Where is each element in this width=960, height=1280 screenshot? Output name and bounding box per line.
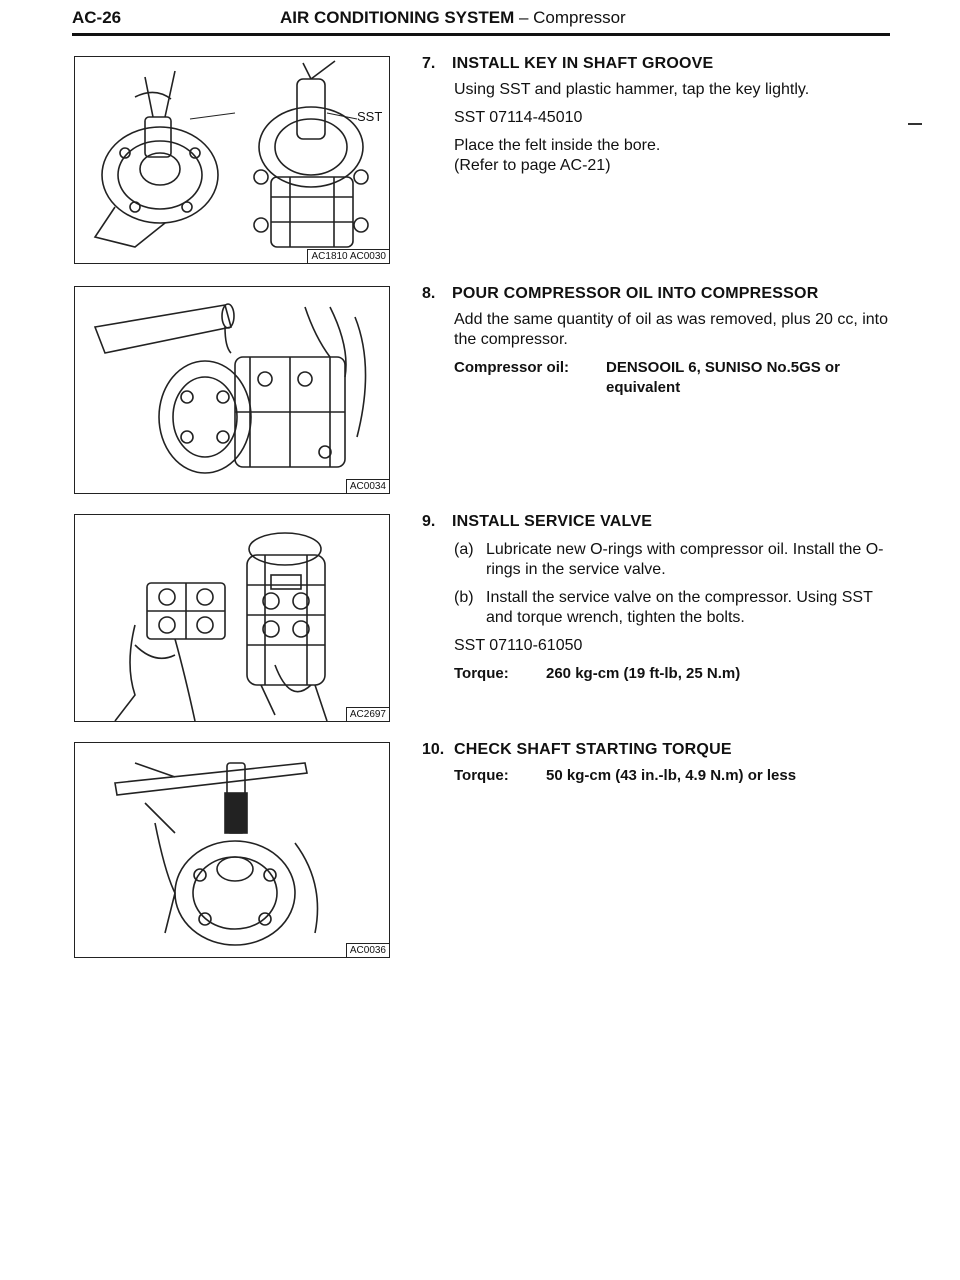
spec-value: DENSOOIL 6, SUNISO No.5GS or equivalent (606, 359, 840, 396)
subsection-name: Compressor (533, 8, 626, 27)
figure-code: AC0034 (345, 479, 389, 493)
sst-number: SST 07110-61050 (454, 637, 583, 654)
torque-spec: Torque: 260 kg-cm (19 ft-lb, 25 N.m) (454, 664, 902, 684)
step-number: 9. (422, 513, 436, 530)
step-title: INSTALL SERVICE VALVE (452, 513, 653, 530)
step-title: CHECK SHAFT STARTING TORQUE (454, 741, 732, 758)
sub-step-a: (a) Lubricate new O-rings with compresso… (454, 540, 902, 580)
page-reference: (Refer to page AC-21) (454, 157, 611, 174)
step-10: 10. CHECK SHAFT STARTING TORQUE Torque: … (422, 740, 902, 786)
step-number: 10. (422, 741, 445, 758)
sub-step-text: Install the service valve on the compres… (486, 589, 873, 626)
torque-check-illustration (114, 762, 319, 946)
figure-key-install: SST AC1810 AC0030 (74, 56, 390, 264)
figure-code: AC1810 AC0030 (307, 249, 389, 263)
spec-label: Compressor oil: (454, 359, 570, 376)
section-title: AIR CONDITIONING SYSTEM – Compressor (280, 8, 626, 28)
page-code: AC-26 (72, 8, 122, 27)
sub-step-index: (a) (454, 541, 474, 558)
torque-spec: Torque: 50 kg-cm (43 in.-lb, 4.9 N.m) or… (454, 766, 902, 786)
spec-value: 260 kg-cm (19 ft-lb, 25 N.m) (546, 665, 741, 682)
margin-mark (908, 123, 922, 125)
sub-step-b: (b) Install the service valve on the com… (454, 588, 902, 628)
step-title: INSTALL KEY IN SHAFT GROOVE (452, 55, 714, 72)
step-number: 7. (422, 55, 436, 72)
oil-spec: Compressor oil: DENSOOIL 6, SUNISO No.5G… (454, 358, 902, 398)
step-text: Add the same quantity of oil as was remo… (454, 311, 889, 348)
service-valve-illustration (114, 532, 328, 721)
page-header: AC-26 AIR CONDITIONING SYSTEM – Compress… (72, 6, 890, 36)
spec-label: Torque: (454, 767, 509, 784)
spec-label: Torque: (454, 665, 509, 682)
compressor-oil-illustration (93, 303, 367, 474)
figure-starting-torque: AC0036 (74, 742, 390, 958)
figure-code: AC2697 (345, 707, 389, 721)
sst-callout: SST (357, 109, 383, 124)
step-8: 8. POUR COMPRESSOR OIL INTO COMPRESSOR A… (422, 284, 902, 398)
step-9: 9. INSTALL SERVICE VALVE (a) Lubricate n… (422, 512, 902, 684)
figure-service-valve: AC2697 (74, 514, 390, 722)
step-text: Using SST and plastic hammer, tap the ke… (454, 81, 810, 98)
step-note: Place the felt inside the bore. (454, 137, 661, 154)
step-number: 8. (422, 285, 436, 302)
figure-pour-oil: AC0034 (74, 286, 390, 494)
section-name: AIR CONDITIONING SYSTEM (280, 8, 515, 27)
sst-number: SST 07114-45010 (454, 109, 583, 126)
header-rule (72, 33, 890, 36)
compressor-key-illustration (93, 60, 369, 248)
spec-value: 50 kg-cm (43 in.-lb, 4.9 N.m) or less (546, 767, 797, 784)
sub-step-index: (b) (454, 589, 474, 606)
step-title: POUR COMPRESSOR OIL INTO COMPRESSOR (452, 285, 819, 302)
step-7: 7. INSTALL KEY IN SHAFT GROOVE Using SST… (422, 54, 902, 176)
title-separator: – (514, 8, 534, 27)
sub-step-text: Lubricate new O-rings with compressor oi… (486, 541, 884, 578)
figure-code: AC0036 (345, 943, 389, 957)
